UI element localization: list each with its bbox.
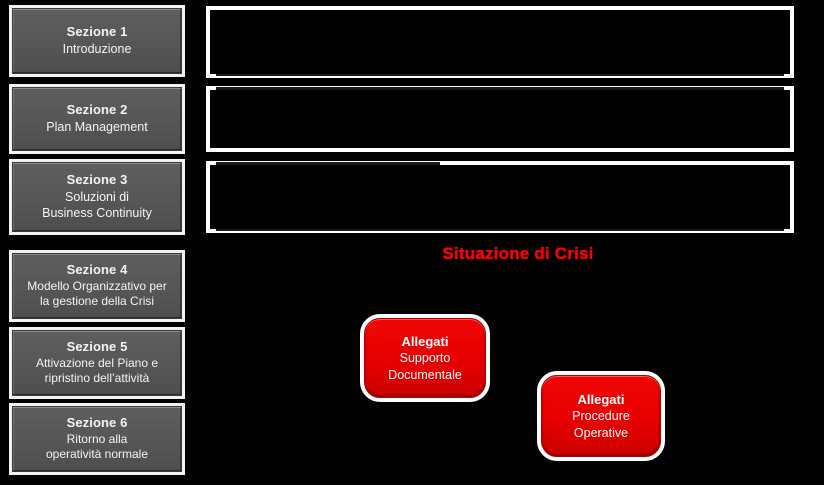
redaction-mask [216,87,784,90]
sidebar-item-subtitle-line-1: Soluzioni di [65,190,129,205]
sidebar-item-subtitle-line-2: ripristino dell’attività [44,371,150,386]
allegati-line-1: Procedure [572,409,630,424]
sidebar-item-sezione-3[interactable]: Sezione 3 Soluzioni di Business Continui… [9,159,185,235]
sidebar-item-title: Sezione 1 [66,24,128,40]
sidebar-item-subtitle-line-2: Business Continuity [42,206,152,221]
sidebar-item-title: Sezione 2 [66,102,128,118]
content-panel-1 [206,6,794,78]
sidebar-item-sezione-4[interactable]: Sezione 4 Modello Organizzativo per la g… [9,250,185,322]
redaction-mask [216,162,440,165]
sidebar-item-sezione-5[interactable]: Sezione 5 Attivazione del Piano e ripris… [9,327,185,399]
allegati-procedure-operative-box[interactable]: Allegati Procedure Operative [537,371,665,461]
redaction-mask [216,228,784,231]
sidebar-item-subtitle-line-1: Modello Organizzativo per [27,278,167,293]
allegati-supporto-documentale-box[interactable]: Allegati Supporto Documentale [360,314,490,402]
sidebar-item-sezione-6[interactable]: Sezione 6 Ritorno alla operatività norma… [9,403,185,475]
sidebar-item-title: Sezione 4 [66,261,128,277]
sidebar-item-subtitle-line-2: la gestione della Crisi [39,294,155,309]
allegati-title: Allegati [577,391,625,407]
sidebar-item-subtitle: Introduzione [62,42,132,57]
allegati-line-2: Documentale [388,367,462,382]
crisis-situation-heading: Situazione di Crisi [442,244,594,263]
redaction-mask [216,73,784,76]
sidebar-item-subtitle: Plan Management [46,120,148,135]
allegati-line-2: Operative [573,425,629,440]
sidebar-item-sezione-2[interactable]: Sezione 2 Plan Management [9,84,185,154]
sidebar-item-subtitle-line-2: operatività normale [45,447,149,462]
sidebar-item-title: Sezione 6 [66,414,128,430]
sidebar-item-subtitle-line-1: Attivazione del Piano e [35,355,159,370]
sidebar-item-subtitle-line-1: Ritorno alla [66,431,128,446]
content-panel-2 [206,86,794,152]
sidebar-item-sezione-1[interactable]: Sezione 1 Introduzione [9,5,185,77]
allegati-line-1: Supporto [399,351,451,366]
content-panel-3 [206,161,794,233]
sidebar-item-title: Sezione 3 [66,172,128,188]
sidebar-item-title: Sezione 5 [66,338,128,354]
allegati-title: Allegati [401,333,449,349]
